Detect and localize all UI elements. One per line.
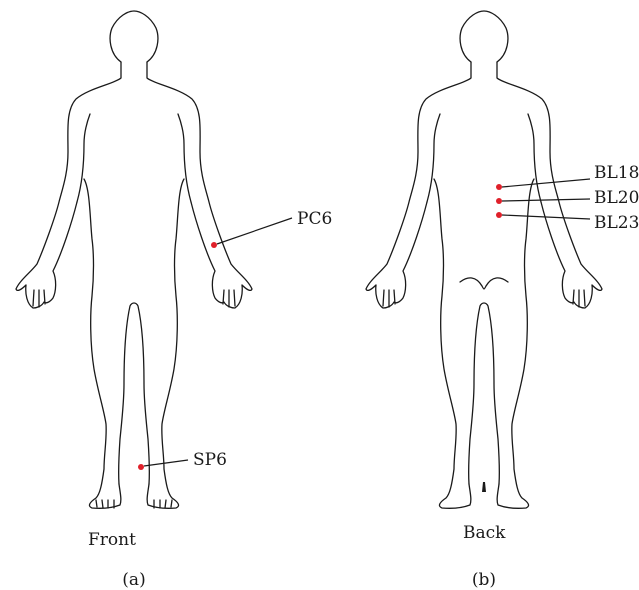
bl23-point — [496, 212, 502, 218]
pc6-point — [211, 242, 217, 248]
pc6-label: PC6 — [297, 209, 332, 229]
panel-b-label: (b) — [472, 570, 496, 590]
sp6-point — [138, 464, 144, 470]
bl18-label: BL18 — [594, 163, 639, 183]
bl20-point — [496, 198, 502, 204]
pc6-leader — [217, 218, 292, 244]
back-figure — [366, 11, 602, 508]
front-figure — [16, 11, 252, 508]
bl18-point — [496, 184, 502, 190]
front-view-label: Front — [88, 530, 136, 550]
bl23-label: BL23 — [594, 213, 639, 233]
bl20-label: BL20 — [594, 188, 639, 208]
sp6-label: SP6 — [193, 450, 227, 470]
bl20-leader — [502, 199, 590, 201]
sp6-leader — [144, 460, 188, 466]
bl18-leader — [502, 179, 590, 187]
back-view-label: Back — [463, 523, 506, 543]
panel-a-label: (a) — [122, 570, 145, 590]
